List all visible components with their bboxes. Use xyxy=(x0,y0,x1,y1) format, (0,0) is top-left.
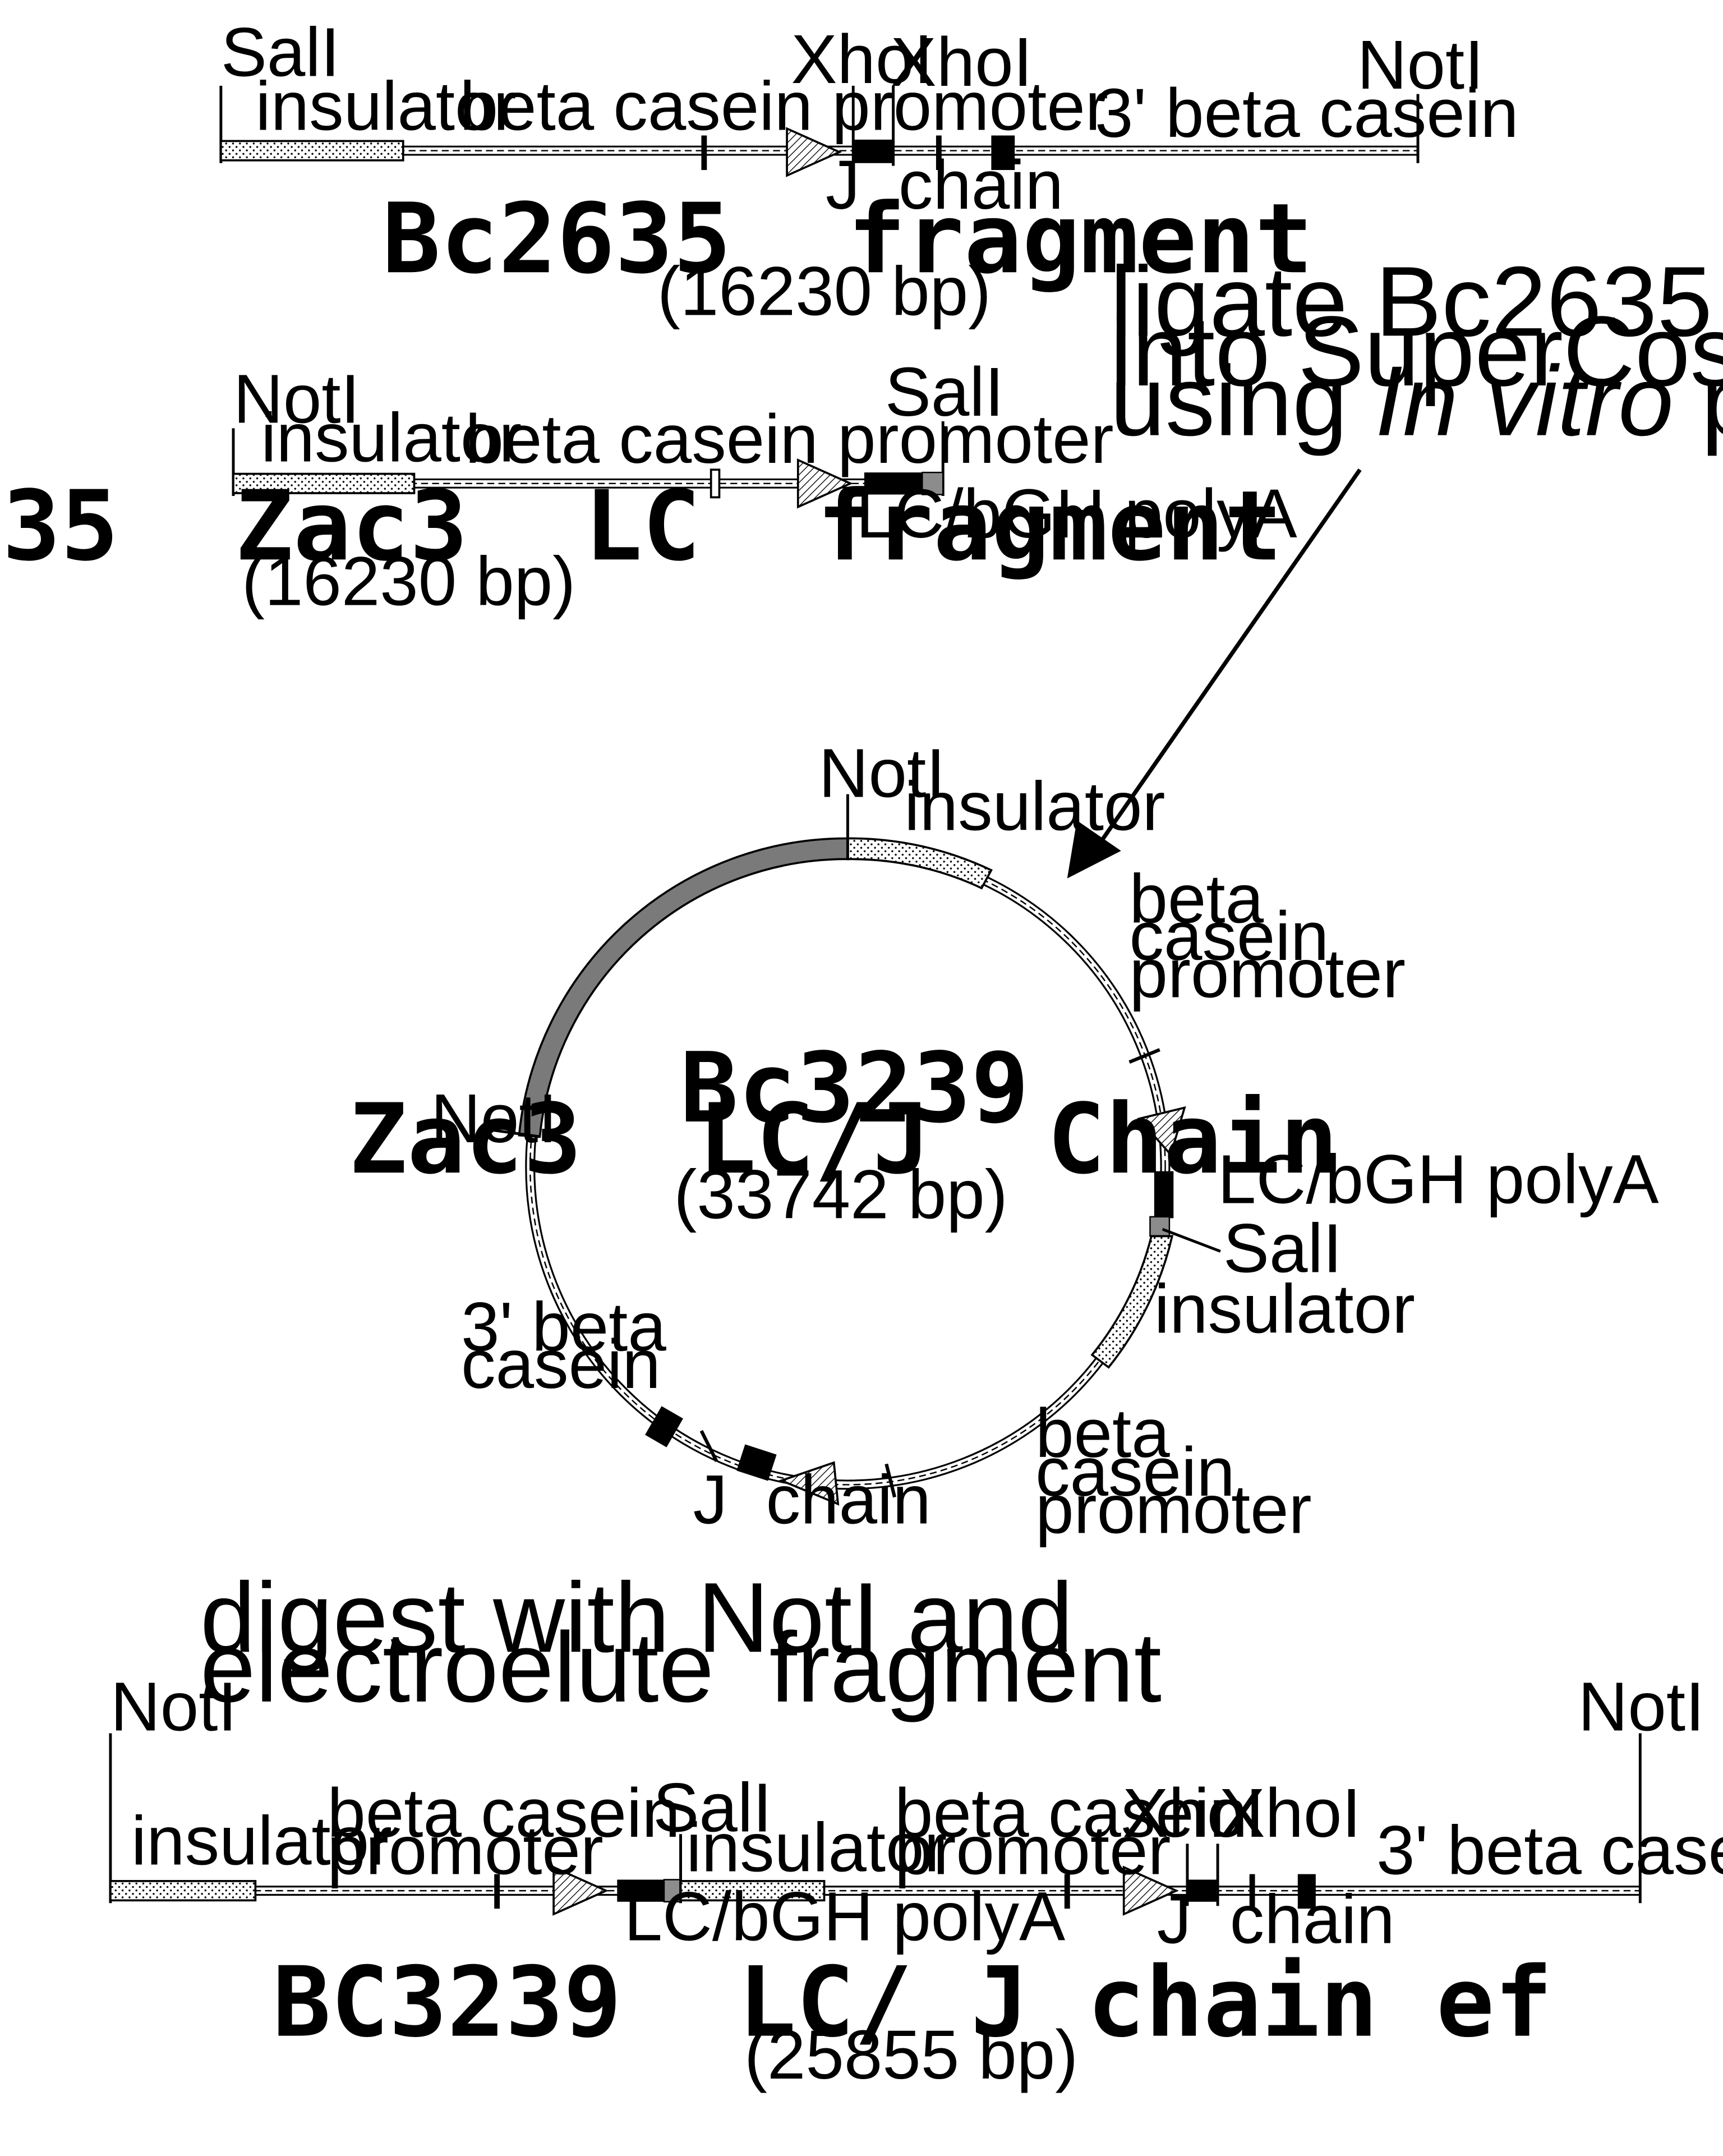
final-label-lc-bgh-polya: LC/bGH polyA xyxy=(624,1879,1066,1956)
bc3235-fragment: NotI insulator beta casein promoter SalI… xyxy=(0,354,1297,620)
final-insulator-box-1 xyxy=(109,1880,257,1902)
bc3235-label-lc-bgh-polya: LC/bGH polyA xyxy=(856,476,1297,553)
ligation-arrowhead xyxy=(1067,820,1121,879)
bc2635-promoter-arrow xyxy=(786,127,842,177)
plasmid-insulator-right xyxy=(1090,1235,1174,1369)
plasmid-label-lc-bgh-polya: LC/bGH polyA xyxy=(1218,1141,1659,1218)
ligation-note-line2: into SuperCos/NotI xyxy=(1110,296,1723,407)
plasmid-bgh-box xyxy=(1149,1216,1171,1237)
bc3235-size: (16230 bp) xyxy=(242,543,575,620)
bc2635-label-j-chain: J chain xyxy=(826,147,1063,224)
final-promoter-arrow-1 xyxy=(552,1865,609,1916)
bc3235-label-noti: NotI xyxy=(233,361,360,438)
plasmid-exon-box xyxy=(645,1406,683,1447)
digest-note-line1: digest with NotI and xyxy=(200,1562,1073,1673)
bc2635-label-3-beta-casein: 3' beta casein xyxy=(1095,75,1519,152)
plasmid-label-insulator-top: insulator xyxy=(904,769,1165,845)
bc2635-insulator-box xyxy=(220,140,404,162)
ligation-note-line3: using In vitro packaging xyxy=(1110,346,1723,457)
plasmid-j-chain-box xyxy=(736,1444,777,1481)
bc2635-label-xhoi-b: XhoI xyxy=(891,24,1033,101)
bc2635-label-sall: SalI xyxy=(221,15,340,91)
plasmid-subtitle: Zac3 LC/J Chain xyxy=(349,1083,1338,1196)
final-exon-box xyxy=(1297,1874,1316,1909)
bc2635-exon-box xyxy=(991,135,1015,171)
bc3235-title: Bc3235 Zac3 LC fragment xyxy=(0,470,1282,582)
final-label-promoter-2: beta casein promoter xyxy=(895,1775,1267,1889)
bc2635-size: (16230 bp) xyxy=(657,253,991,330)
plasmid-insulator-top xyxy=(846,837,993,890)
final-label-noti-left: NotI xyxy=(110,1669,237,1746)
bc2635-label-insulator: insulator xyxy=(255,68,516,145)
final-title: BC3239 LC/ J chain ef xyxy=(273,1946,1552,2059)
plasmid-size: (33742 bp) xyxy=(674,1156,1007,1233)
bc2635-exon-tick xyxy=(936,135,942,171)
digest-note-line2: electroelute fragment xyxy=(200,1612,1162,1723)
bc3235-promoter-tick xyxy=(710,468,721,499)
plasmid-label-sall: SalI xyxy=(1223,1210,1342,1287)
bc3235-label-sall: SalI xyxy=(885,354,1004,431)
final-label-j-chain: J chain xyxy=(1157,1882,1395,1959)
bc3235-promoter-arrow xyxy=(796,458,853,509)
final-promoter-tick-2 xyxy=(1064,1874,1070,1909)
plasmid-sali-site xyxy=(1162,1228,1221,1253)
final-label-noti-right: NotI xyxy=(1578,1669,1705,1746)
digest-note: digest with NotI and electroelute fragme… xyxy=(200,1562,1162,1723)
plasmid-map: NotI insulator beta casein promoter LC/b… xyxy=(349,735,1658,1548)
plasmid-label-insulator-right: insulator xyxy=(1154,1271,1415,1348)
ligation-note-line1: ligate Bc2635 and Bc3235 xyxy=(1110,246,1723,357)
plasmid-promoter-tick-bottom xyxy=(884,1463,897,1498)
final-backbone xyxy=(110,1886,1641,1896)
plasmid-exon-tick xyxy=(699,1430,718,1462)
final-lc-box xyxy=(617,1879,664,1902)
final-insulator-box-2 xyxy=(679,1880,826,1902)
plasmid-label-promoter-bottom: beta casein promoter xyxy=(1035,1395,1311,1548)
plasmid-label-promoter-top: beta casein promoter xyxy=(1130,861,1406,1013)
bc3235-label-promoter: beta casein promoter xyxy=(466,401,1114,478)
bc2635-label-promoter: beta casein promoter xyxy=(460,68,1108,145)
final-label-insulator-1: insulator xyxy=(131,1803,392,1879)
plasmid-label-noti-left: NotI xyxy=(431,1081,558,1157)
final-label-insulator-2: insulator xyxy=(686,1810,947,1887)
final-label-3-beta-casein: 3' beta casein xyxy=(1376,1813,1723,1890)
plasmid-label-noti-top: NotI xyxy=(819,735,946,812)
final-label-xhoi-a: XhoI xyxy=(1122,1775,1264,1852)
bc3235-label-insulator: insulator xyxy=(261,399,522,476)
final-promoter-arrow-2 xyxy=(1122,1865,1179,1916)
plasmid-promoter-tick-top xyxy=(1128,1048,1160,1064)
final-bgh-box xyxy=(663,1879,681,1903)
plasmid-promoter-arrow-bottom xyxy=(778,1461,840,1506)
bc3235-insulator-box xyxy=(232,472,416,494)
bc2635-label-noti: NotI xyxy=(1357,27,1484,104)
plasmid-name: Bc3239 xyxy=(680,1032,1029,1144)
bc2635-promoter-tick xyxy=(701,135,707,171)
bc2635-title: Bc2635 fragment xyxy=(383,182,1314,295)
bc2635-j-chain-box xyxy=(853,139,893,163)
final-label-xhoi-b: XhoI xyxy=(1219,1775,1361,1852)
final-promoter-tick-1 xyxy=(494,1874,500,1909)
plasmid-label-j-chain: J chain xyxy=(693,1461,931,1538)
ligation-arrow xyxy=(1089,468,1362,858)
plasmid-lc-box xyxy=(1154,1171,1174,1219)
bc2635-label-xhoi-a: XhoI xyxy=(791,21,933,98)
final-fragment: NotI NotI insulator beta casein promoter… xyxy=(109,1669,1723,2094)
plasmid-label-3-beta-casein: 3' beta casein xyxy=(461,1289,685,1403)
final-label-promoter-1: beta casein promoter xyxy=(327,1775,699,1889)
plasmid-promoter-arrow-right xyxy=(1137,1106,1186,1157)
bc3235-bgh-box xyxy=(922,471,944,495)
bc2635-fragment: SalI insulator beta casein promoter XhoI… xyxy=(219,15,1519,330)
final-exon-tick xyxy=(1249,1874,1255,1909)
final-j-chain-box xyxy=(1187,1879,1218,1902)
bc3235-lc-box xyxy=(864,472,923,495)
final-label-sall: SalI xyxy=(653,1769,772,1846)
final-size: (25855 bp) xyxy=(744,2017,1078,2094)
plasmid-noti-site-left xyxy=(490,1128,540,1138)
ligation-note: ligate Bc2635 and Bc3235 into SuperCos/N… xyxy=(1067,246,1723,879)
